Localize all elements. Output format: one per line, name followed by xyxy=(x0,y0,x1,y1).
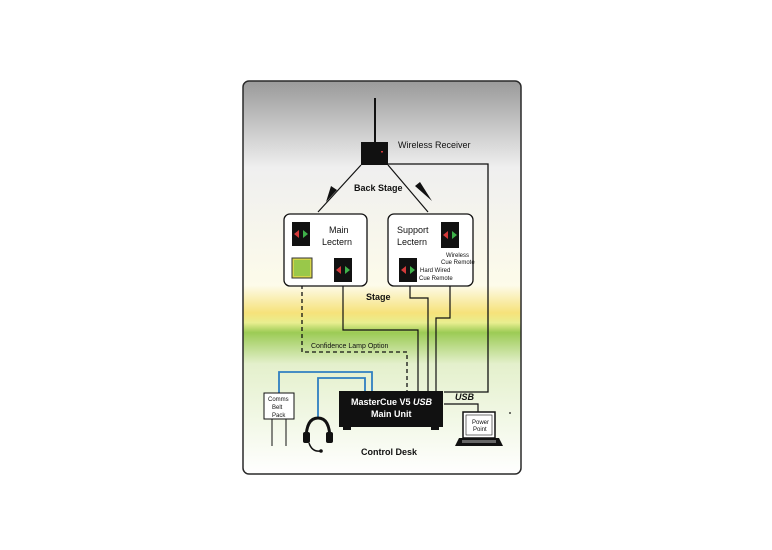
wireless-link-support xyxy=(387,164,429,213)
support-lectern-label-1: Support xyxy=(397,225,429,235)
main-unit-label: Main Unit xyxy=(371,409,412,419)
headset-icon xyxy=(303,416,333,453)
confidence-lamp xyxy=(291,257,313,279)
main-lectern-label-2: Lectern xyxy=(322,237,352,247)
comms-label-2: Belt xyxy=(272,405,283,411)
cable-support-lectern xyxy=(435,285,451,392)
main-unit-name: MasterCue V5 xyxy=(351,397,413,407)
main-lectern-label-1: Main xyxy=(329,225,349,235)
hard-wired-label-2: Cue Remote xyxy=(419,276,453,282)
svg-text:MasterCue V5 USB: MasterCue V5 USB xyxy=(351,397,433,407)
power-label-2: Point xyxy=(473,427,487,433)
laptop-icon: Power Point xyxy=(455,411,503,446)
wireless-link-main xyxy=(317,164,362,213)
confidence-lamp-label: Confidence Lamp Option xyxy=(311,343,389,350)
mastercue-main-unit: MasterCue V5 USB Main Unit xyxy=(339,391,443,430)
wireless-cue-remote-label-2: Cue Remote xyxy=(441,260,475,266)
wireless-cue-remote-label-1: Wireless xyxy=(446,253,469,259)
main-unit-usb: USB xyxy=(413,397,433,407)
hard-wired-cue-remote xyxy=(399,258,417,282)
cable-receiver-main-unit xyxy=(388,163,489,393)
main-lectern-cue-remote xyxy=(292,222,310,246)
wireless-receiver xyxy=(361,142,388,165)
wireless-cue-remote xyxy=(441,222,459,248)
cable-comms-blue xyxy=(278,371,373,393)
hard-wired-label-1: Hard Wired xyxy=(420,268,450,274)
main-lectern-hard-wired-remote xyxy=(334,258,352,282)
support-lectern-label-2: Lectern xyxy=(397,237,427,247)
wireless-receiver-label: Wireless Receiver xyxy=(398,140,471,150)
diagram-frame xyxy=(242,80,522,475)
comms-label-3: Pack xyxy=(272,413,286,419)
back-stage-label: Back Stage xyxy=(354,183,403,193)
cable-main-lectern-remote xyxy=(342,285,419,392)
usb-label: USB xyxy=(455,392,475,402)
cable-headset-blue xyxy=(317,377,366,418)
comms-label-1: Comms xyxy=(268,397,289,403)
cable-usb-laptop xyxy=(444,403,479,412)
stage-label: Stage xyxy=(366,292,391,302)
cable-hard-wired-remote xyxy=(409,285,429,392)
comms-belt-pack: Comms Belt Pack xyxy=(263,392,295,446)
power-label-1: Power xyxy=(472,420,489,426)
control-desk-label: Control Desk xyxy=(361,447,418,457)
cable-confidence-lamp xyxy=(301,285,408,392)
